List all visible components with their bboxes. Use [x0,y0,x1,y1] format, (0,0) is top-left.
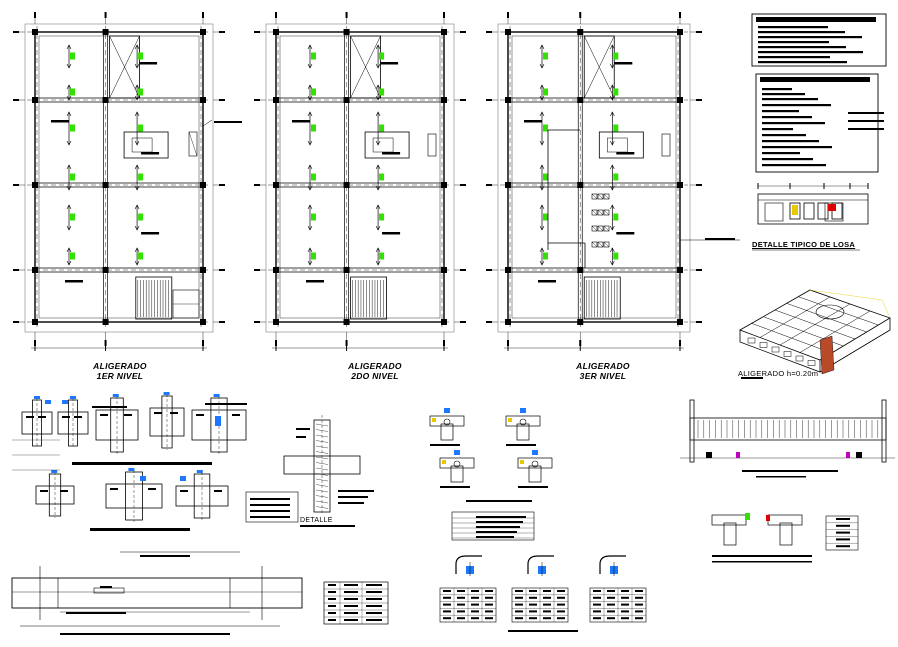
beam-elevation [680,399,895,563]
rebar-details [429,408,647,632]
plan-3-title: ALIGERADO [576,361,630,371]
losa-detail-title: DETALLE TIPICO DE LOSA [752,240,856,249]
column-section-detail [245,415,374,527]
slab-typical-detail [739,183,891,379]
floor-plan-1 [13,12,225,351]
long-beam-detail [11,551,389,635]
floor-plan-3 [486,12,702,351]
plan-3-extras [188,119,740,268]
plan-1-subtitle: 1ER NIVEL [96,371,144,381]
plan-2-subtitle: 2DO NIVEL [351,371,399,381]
general-notes [751,13,887,173]
plan-2-title: ALIGERADO [348,361,402,371]
plan-1-title: ALIGERADO [93,361,147,371]
plan-3-subtitle: 3ER NIVEL [579,371,627,381]
slab-isometric [739,289,891,375]
floor-plans [13,12,740,351]
floor-plan-2 [254,12,466,351]
construction-details [11,183,895,635]
beam-column-details [12,392,374,531]
aligerado-label: ALIGERADO h=0.20m [738,369,819,378]
column-detail-label: DETALLE [300,517,333,524]
